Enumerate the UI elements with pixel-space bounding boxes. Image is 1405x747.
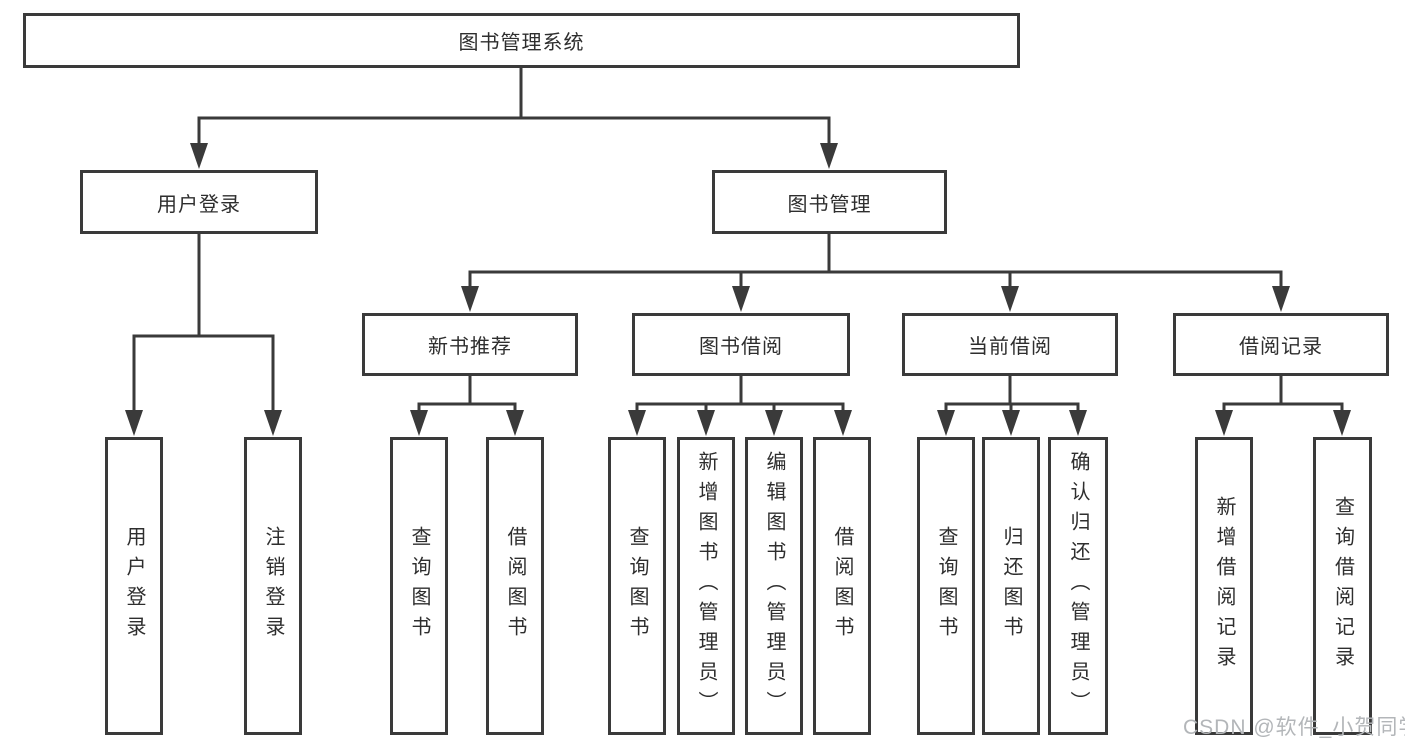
- leaf-nb-borrow-books-label: 借阅图书: [504, 526, 526, 646]
- leaf-logout-label: 注销登录: [262, 526, 284, 646]
- leaf-br-add-record-label: 新增借阅记录: [1213, 496, 1235, 676]
- leaf-cb-query-books-label: 查询图书: [935, 526, 957, 646]
- leaf-user-login: 用户登录: [105, 437, 163, 735]
- node-book-management: 图书管理: [712, 170, 947, 234]
- leaf-cb-confirm-return-admin-label: 确认归还（管理员）: [1067, 451, 1089, 721]
- node-borrow-records: 借阅记录: [1173, 313, 1389, 376]
- leaf-cb-query-books: 查询图书: [917, 437, 975, 735]
- node-book-borrow: 图书借阅: [632, 313, 850, 376]
- node-new-book-recommend: 新书推荐: [362, 313, 578, 376]
- node-book-management-label: 图书管理: [787, 193, 872, 216]
- node-borrow-records-label: 借阅记录: [1239, 336, 1323, 358]
- node-book-borrow-label: 图书借阅: [699, 336, 783, 358]
- leaf-logout: 注销登录: [244, 437, 302, 735]
- node-new-book-recommend-label: 新书推荐: [428, 336, 512, 358]
- leaf-cb-return-books: 归还图书: [982, 437, 1040, 735]
- leaf-bb-query-books-label: 查询图书: [626, 526, 648, 646]
- node-root: 图书管理系统: [23, 13, 1020, 68]
- leaf-bb-query-books: 查询图书: [608, 437, 666, 735]
- leaf-cb-return-books-label: 归还图书: [1000, 526, 1022, 646]
- leaf-bb-borrow-books: 借阅图书: [813, 437, 871, 735]
- leaf-nb-query-books: 查询图书: [390, 437, 448, 735]
- leaf-bb-borrow-books-label: 借阅图书: [831, 526, 853, 646]
- leaf-nb-borrow-books: 借阅图书: [486, 437, 544, 735]
- watermark-text: CSDN @软件_小贺同学: [1183, 716, 1405, 739]
- leaf-bb-add-books-admin-label: 新增图书（管理员）: [695, 451, 717, 721]
- leaf-bb-add-books-admin: 新增图书（管理员）: [677, 437, 735, 735]
- leaf-bb-edit-books-admin: 编辑图书（管理员）: [745, 437, 803, 735]
- node-user-login: 用户登录: [80, 170, 318, 234]
- leaf-user-login-label: 用户登录: [123, 526, 145, 646]
- leaf-br-query-record-label: 查询借阅记录: [1331, 496, 1354, 676]
- node-current-borrow-label: 当前借阅: [968, 336, 1052, 358]
- leaf-nb-query-books-label: 查询图书: [408, 526, 430, 646]
- node-current-borrow: 当前借阅: [902, 313, 1118, 376]
- leaf-cb-confirm-return-admin: 确认归还（管理员）: [1048, 437, 1108, 735]
- leaf-br-add-record: 新增借阅记录: [1195, 437, 1253, 735]
- node-root-label: 图书管理系统: [458, 32, 585, 54]
- leaf-br-query-record: 查询借阅记录: [1313, 437, 1372, 735]
- node-user-login-label: 用户登录: [157, 193, 241, 216]
- arrowheads: [125, 143, 1351, 436]
- leaf-bb-edit-books-admin-label: 编辑图书（管理员）: [763, 451, 785, 721]
